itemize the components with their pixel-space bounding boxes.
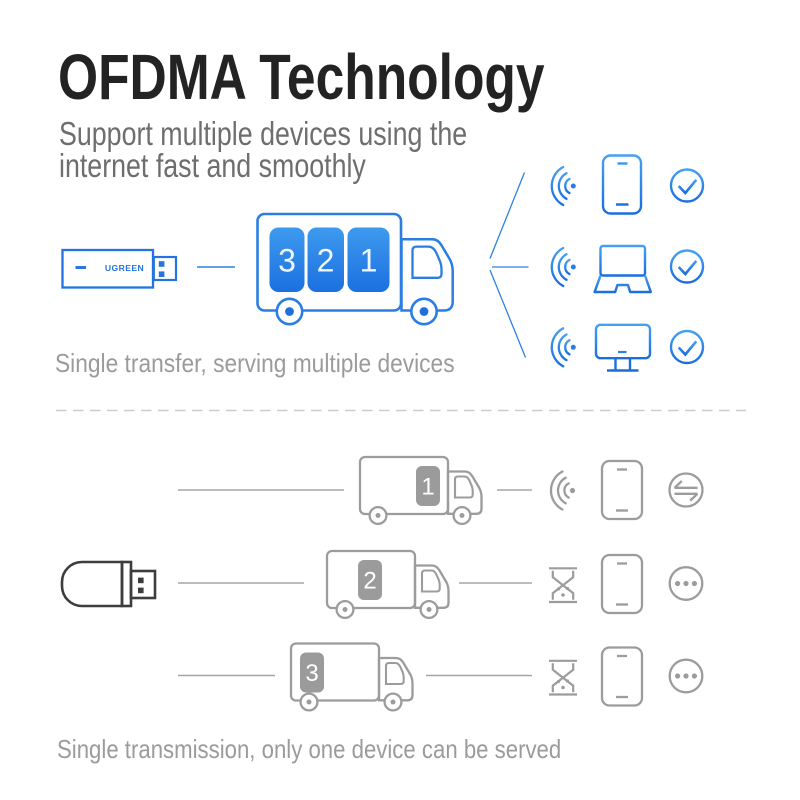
svg-text:1: 1 — [360, 243, 378, 279]
svg-text:1: 1 — [421, 474, 434, 501]
svg-text:2: 2 — [363, 568, 376, 595]
svg-text:3: 3 — [278, 243, 296, 279]
svg-text:UGREEN: UGREEN — [105, 263, 144, 273]
svg-text:2: 2 — [317, 243, 335, 279]
svg-text:3: 3 — [305, 660, 318, 687]
